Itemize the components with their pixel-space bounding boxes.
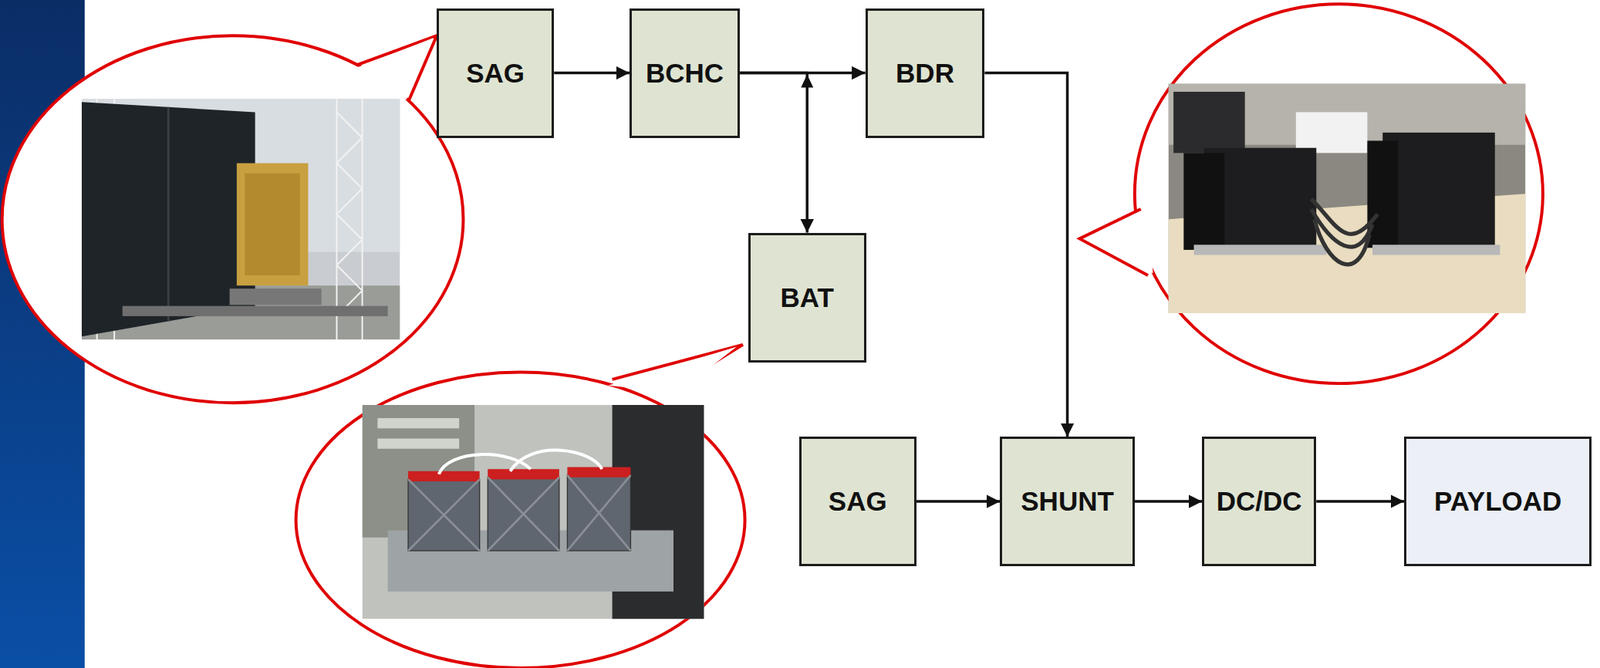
power-connector [1316,501,1405,503]
power-connector [916,501,1000,503]
connector-line [1316,499,1405,503]
battery-photo [296,344,746,668]
process-box: PAYLOAD [1404,436,1592,567]
process-box: BDR [865,8,986,139]
power-connector [739,73,814,233]
box-label: SHUNT [1020,486,1114,517]
box-label: SAG [465,57,525,89]
box-label: PAYLOAD [1434,486,1562,517]
process-box: BAT [748,232,867,363]
process-box: SHUNT [999,436,1135,567]
power-connector [984,73,1067,438]
box-label: BDR [895,57,955,89]
process-box: BCHC [629,8,740,139]
process-box: DC/DC [1201,436,1317,567]
electronics-photo [1079,3,1543,384]
connector-line [739,73,807,233]
box-label: BCHC [645,57,724,89]
connector-line [1134,499,1202,503]
connector-line [984,73,1067,438]
arrow-head [800,74,814,88]
power-connector [1134,501,1202,503]
connector-line [916,499,1000,503]
process-box: SAG [799,436,917,567]
box-label: DC/DC [1216,486,1303,517]
box-label: SAG [828,486,888,517]
power-connector [553,72,630,74]
connector-line [553,71,630,75]
box-label: BAT [780,282,834,314]
solar-array-photo [2,35,464,403]
process-box: SAG [436,8,554,139]
